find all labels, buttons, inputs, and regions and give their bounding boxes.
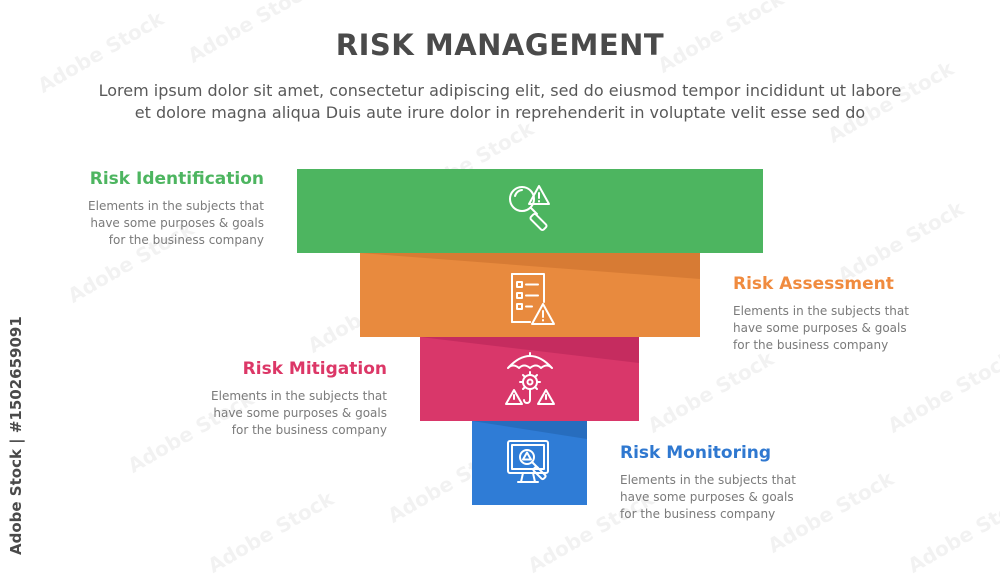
step-desc-monitoring: Elements in the subjects that have some … bbox=[620, 473, 796, 521]
bar-shadow bbox=[420, 337, 639, 363]
step-desc-identification: Elements in the subjects that have some … bbox=[88, 199, 264, 247]
subtitle-line-1: Lorem ipsum dolor sit amet, consectetur … bbox=[98, 81, 902, 100]
bar-shadow bbox=[360, 253, 700, 279]
step-title-assessment: Risk Assessment bbox=[733, 274, 894, 294]
bar-shadow bbox=[472, 421, 587, 439]
watermark-text: Adobe Stock bbox=[883, 346, 1000, 438]
watermark-text: Adobe Stock bbox=[643, 346, 778, 438]
stock-id-label: Adobe Stock | #1502659091 bbox=[7, 316, 25, 555]
step-desc-assessment: Elements in the subjects that have some … bbox=[733, 304, 909, 352]
watermark-text: Adobe Stock bbox=[203, 486, 338, 578]
step-title-identification: Risk Identification bbox=[89, 169, 264, 189]
watermark-text: Adobe Stock bbox=[903, 486, 1000, 578]
funnel-bar-identification bbox=[297, 169, 763, 253]
umbrella-gear-icon bbox=[505, 352, 555, 405]
page-title: RISK MANAGEMENT bbox=[335, 28, 665, 62]
checklist-warning-icon bbox=[511, 273, 555, 325]
page-subtitle: Lorem ipsum dolor sit amet, consectetur … bbox=[40, 80, 960, 124]
step-title-monitoring: Risk Monitoring bbox=[620, 443, 772, 463]
subtitle-line-2: et dolore magna aliqua Duis aute irure d… bbox=[134, 103, 866, 122]
step-desc-mitigation: Elements in the subjects that have some … bbox=[211, 389, 387, 437]
step-title-mitigation: Risk Mitigation bbox=[242, 359, 387, 379]
search-warning-icon bbox=[509, 185, 550, 232]
monitor-search-icon bbox=[507, 440, 549, 483]
